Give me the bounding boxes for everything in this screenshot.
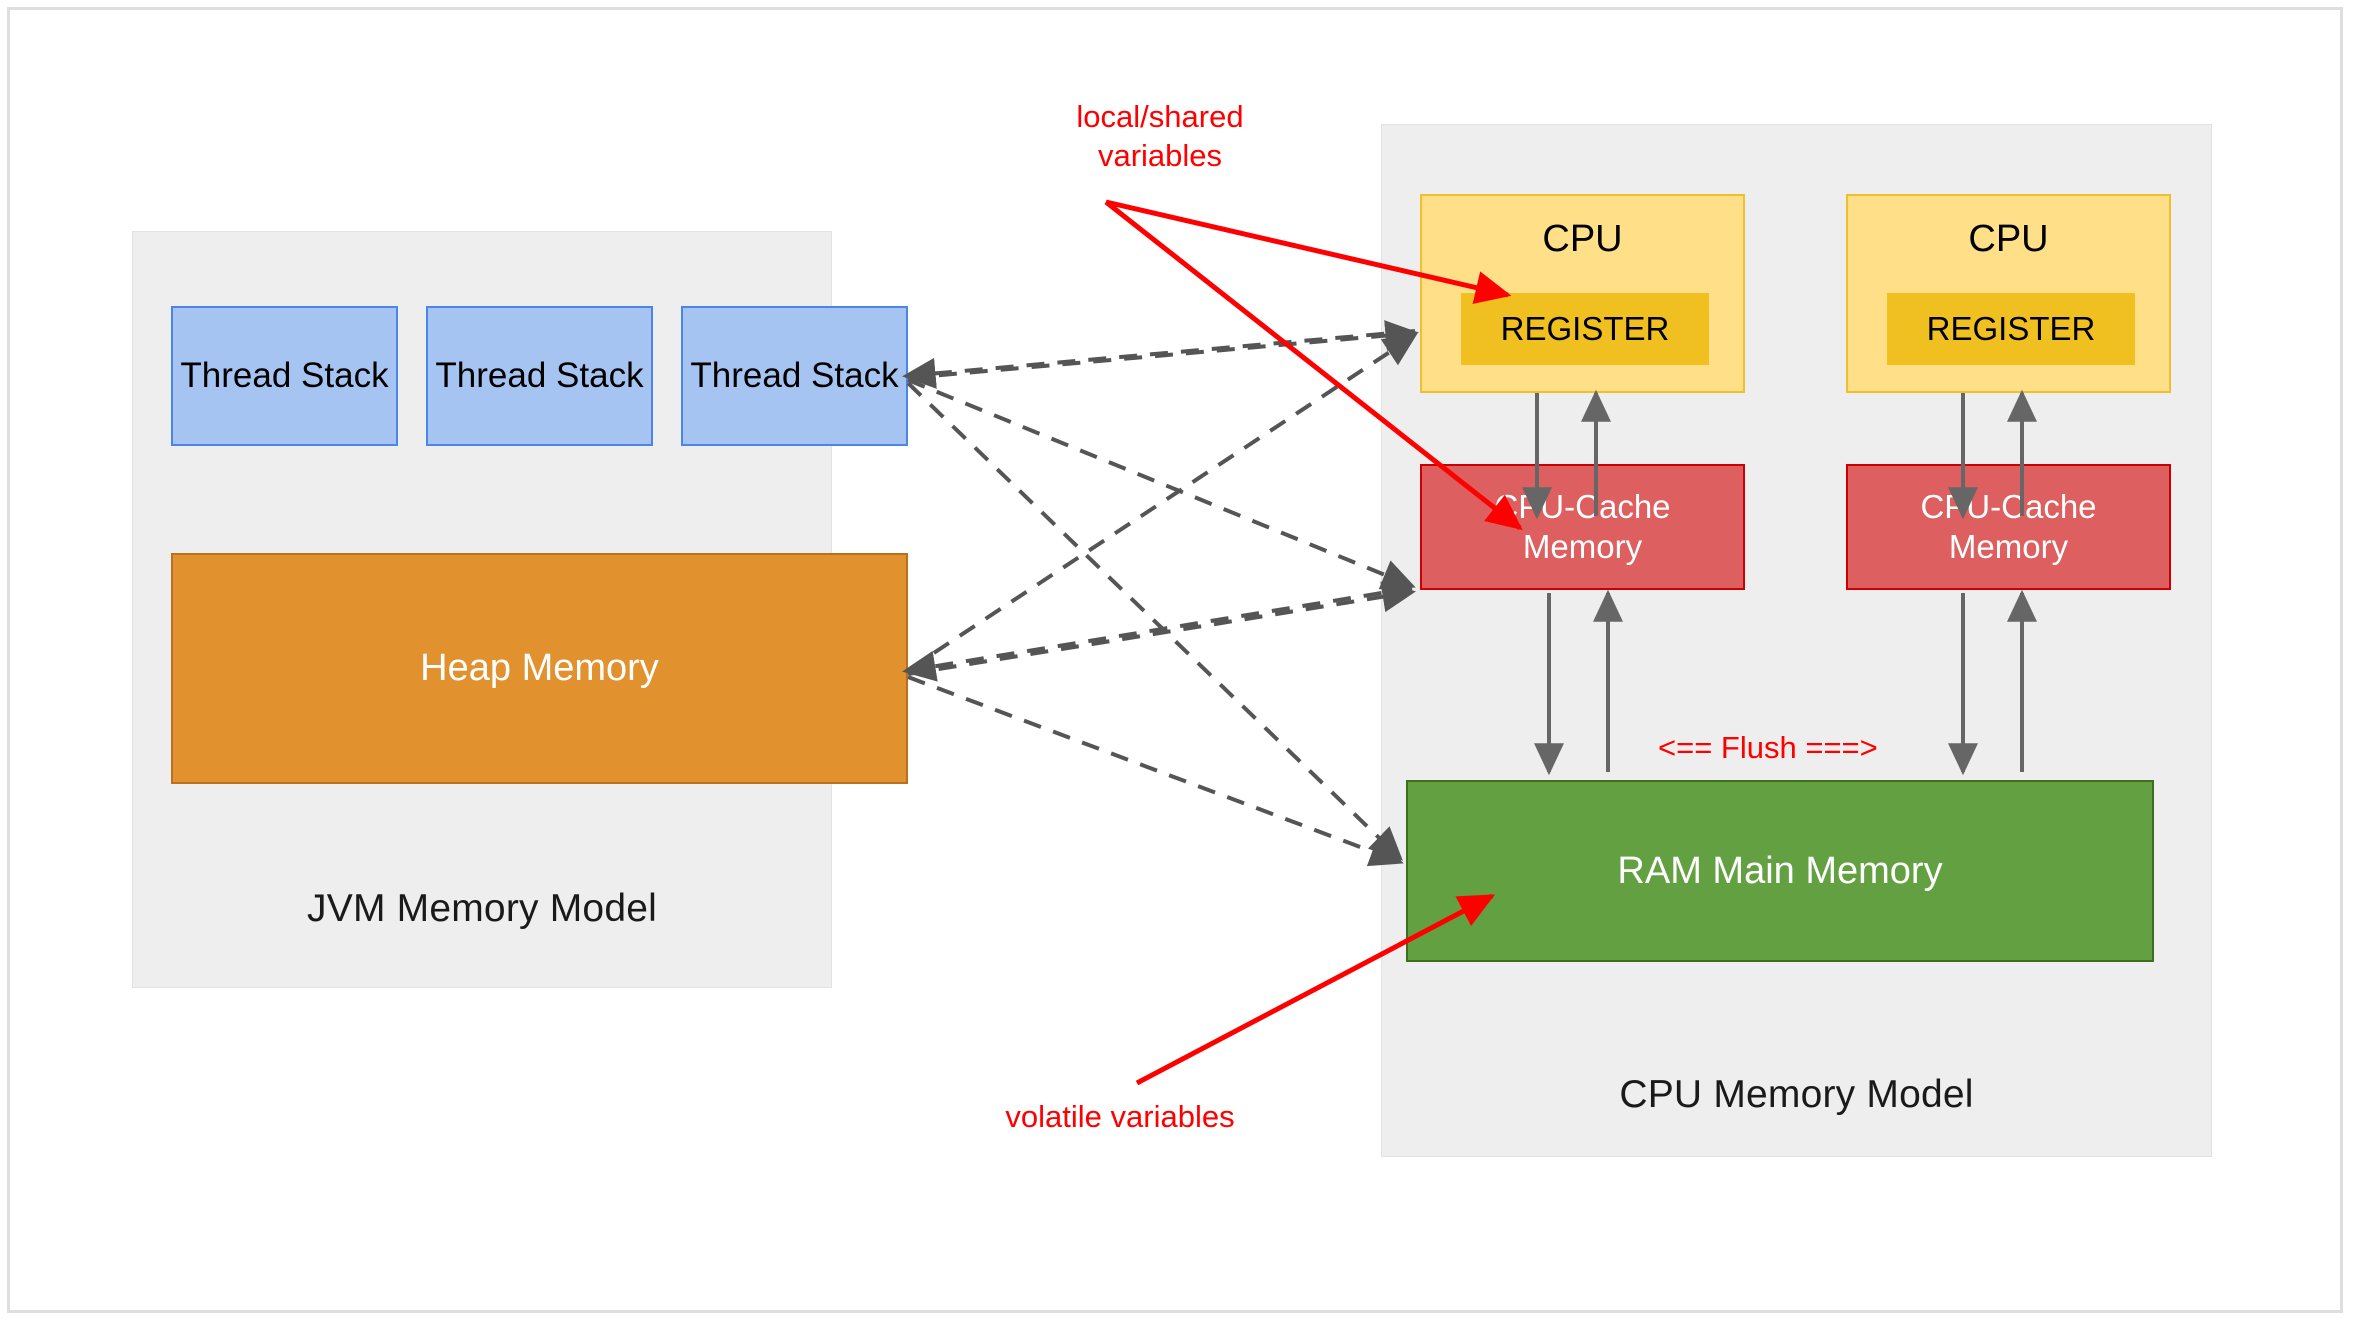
cpu-box-2[interactable]: CPU REGISTER [1846,194,2171,393]
register-box-2[interactable]: REGISTER [1887,293,2135,365]
thread-stack-box-2[interactable]: Thread Stack [426,306,653,446]
thread-stack-label-2: Thread Stack [435,356,644,396]
jvm-memory-model-panel: Thread Stack Thread Stack Thread Stack H… [132,231,908,988]
local-shared-variables-annotation: local/shared variables [1076,99,1244,173]
thread-stack-box-3[interactable]: Thread Stack [681,306,908,446]
dashed-arrow-heap-to-cpu-cache [907,581,1416,676]
cpu-cache-label-2: CPU-Cache Memory [1920,488,2097,565]
cpu-label-1: CPU [1542,218,1623,260]
register-label-2: REGISTER [1926,310,2096,347]
dashed-arrow-heap-to-ram [907,675,1404,867]
heap-memory-box[interactable]: Heap Memory [171,553,908,784]
volatile-variables-annotation: volatile variables [1005,1099,1235,1134]
cpu-label-2: CPU [1968,218,2049,260]
dashed-arrow-heap-to-register [906,333,1418,672]
dashed-arrow-threadstack-to-ram [906,381,1403,861]
cpu-panel-title: CPU Memory Model [1619,1073,1974,1116]
cpu-cache-box-2[interactable]: CPU-Cache Memory [1846,464,2171,590]
dashed-arrow-cpu-cache-to-heap [902,586,1413,682]
ram-main-memory-box[interactable]: RAM Main Memory [1406,780,2154,962]
heap-memory-label: Heap Memory [420,647,659,689]
cpu-cache-label-1: CPU-Cache Memory [1494,488,1671,565]
ram-main-memory-label: RAM Main Memory [1617,849,1943,892]
register-box-1[interactable]: REGISTER [1461,293,1709,365]
thread-stack-label-1: Thread Stack [180,356,389,396]
cpu-cache-box-1[interactable]: CPU-Cache Memory [1420,464,1745,590]
cpu-box-1[interactable]: CPU REGISTER [1420,194,1745,393]
cpu-memory-model-panel: CPU REGISTER CPU-Cache Memory CPU REGIST… [1381,124,2212,1157]
flush-annotation: <== Flush ===> [1658,730,1878,765]
thread-stack-box-1[interactable]: Thread Stack [171,306,398,446]
dashed-arrow-threadstack-to-register [907,320,1419,380]
jvm-panel-title: JVM Memory Model [307,887,657,930]
dashed-arrow-register-to-threadstack [902,329,1416,389]
dashed-arrow-threadstack-to-cpu-cache [907,378,1416,590]
register-label-1: REGISTER [1500,310,1670,347]
thread-stack-label-3: Thread Stack [690,356,899,396]
